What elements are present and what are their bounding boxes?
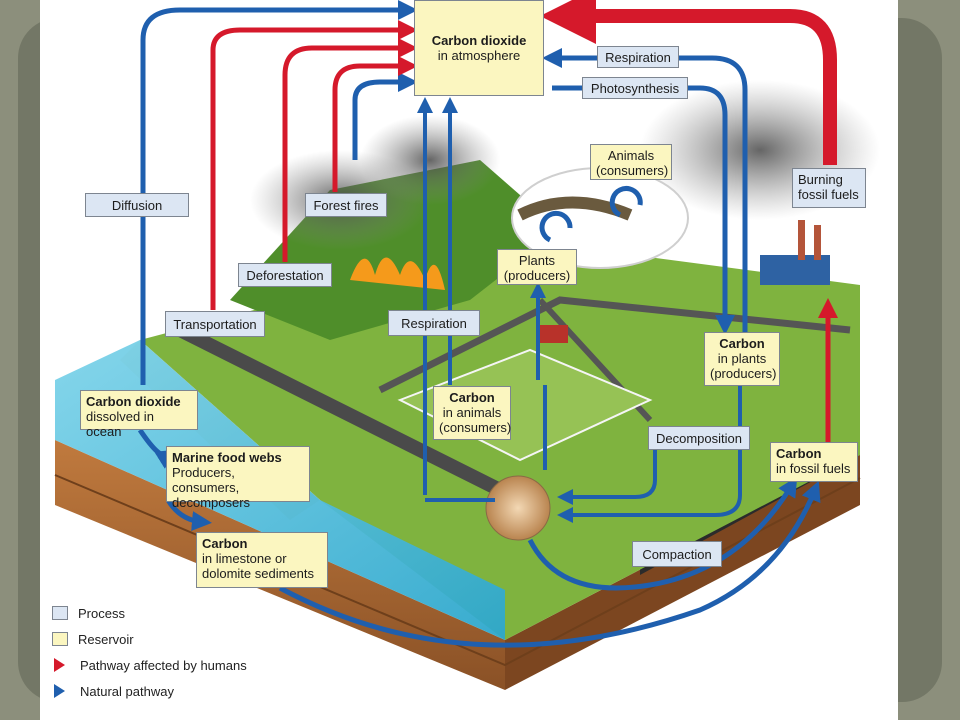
legend-item-human: Pathway affected by humans — [52, 652, 292, 678]
deforestation-arrow — [282, 38, 418, 262]
reservoir-marine: Marine food webs Producers, consumers, d… — [166, 446, 310, 510]
transportation-arrow — [210, 20, 418, 310]
reservoir-animals: Animals (consumers) — [590, 144, 672, 180]
reservoir-title: Carbon dioxide — [431, 33, 527, 48]
legend-label: Reservoir — [78, 631, 134, 647]
process-transportation: Transportation — [165, 311, 265, 337]
process-line: Burning — [798, 172, 843, 187]
reservoir-title: Carbon — [719, 336, 765, 351]
marine-to-limestone — [165, 498, 212, 532]
process-respiration-top: Respiration — [597, 46, 679, 68]
red-arrow-icon — [54, 658, 65, 672]
hill — [230, 160, 560, 340]
forest-fires-arrow — [332, 56, 418, 192]
reservoir-line: (producers) — [710, 366, 777, 381]
legend-item-process: Process — [52, 600, 292, 626]
reservoir-carbon-plants: Carbon in plants (producers) — [704, 332, 780, 386]
smoke-cloud — [360, 115, 500, 205]
reservoir-line: (consumers) — [596, 163, 669, 178]
limestone-to-fossil-arrow — [278, 480, 821, 648]
reservoir-plants: Plants (producers) — [497, 249, 577, 285]
reservoir-line: in limestone or — [202, 551, 287, 566]
blue-arrow-icon — [54, 684, 65, 698]
reservoir-title: Marine food webs — [172, 450, 282, 465]
compaction-arrow — [527, 476, 798, 591]
barn — [540, 325, 568, 343]
reservoir-detail: in fossil fuels — [776, 461, 851, 476]
highway — [176, 323, 504, 497]
reservoir-carbon-animals: Carbon in animals (consumers) — [433, 386, 511, 440]
smokestack — [814, 225, 821, 260]
reservoir-detail: dissolved in ocean — [86, 409, 154, 439]
legend: Process Reservoir Pathway affected by hu… — [52, 600, 292, 704]
farm-pasture — [397, 348, 653, 462]
process-decomposition: Decomposition — [648, 426, 750, 450]
road — [378, 296, 851, 394]
reservoir-line: dolomite sediments — [202, 566, 314, 581]
decomposers-circle — [485, 475, 551, 541]
respiration-arrow-animals — [352, 72, 418, 160]
reservoir-line: Producers, consumers, — [172, 465, 240, 495]
legend-item-reservoir: Reservoir — [52, 626, 292, 652]
cycle-arrow — [609, 185, 643, 218]
forest-fire — [350, 257, 445, 290]
reservoir-line: in plants — [717, 351, 767, 366]
smokestack — [798, 220, 805, 260]
reservoir-title: Carbon — [776, 446, 822, 461]
process-swatch-icon — [52, 606, 68, 620]
legend-label: Pathway affected by humans — [80, 657, 247, 673]
reservoir-title: Carbon — [449, 390, 495, 405]
reservoir-line: (consumers) — [439, 420, 512, 435]
reservoir-fossil: Carbon in fossil fuels — [770, 442, 858, 482]
respiration-arrow-top — [542, 48, 748, 340]
plants-to-decomposers — [557, 385, 742, 523]
process-compaction: Compaction — [632, 541, 722, 567]
legend-label: Natural pathway — [80, 683, 174, 699]
reservoir-line: decomposers — [172, 495, 251, 510]
process-deforestation: Deforestation — [238, 263, 332, 287]
process-respiration-lower: Respiration — [388, 310, 480, 336]
reservoir-atmosphere: Carbon dioxide in atmosphere — [414, 0, 544, 96]
reservoir-limestone: Carbon in limestone or dolomite sediment… — [196, 532, 328, 588]
process-diffusion: Diffusion — [85, 193, 189, 217]
process-photosynthesis: Photosynthesis — [582, 77, 688, 99]
legend-label: Process — [78, 605, 125, 621]
reservoir-title: Carbon — [202, 536, 248, 551]
process-line: fossil fuels — [798, 187, 859, 202]
reservoir-title: Carbon dioxide — [86, 394, 181, 409]
reservoir-swatch-icon — [52, 632, 68, 646]
reservoir-line: in animals — [442, 405, 502, 420]
burning-fossil-fuels-arrow — [540, 0, 837, 165]
reservoir-line: Plants — [518, 253, 556, 268]
decomposition-arrow — [557, 430, 657, 505]
photosynthesis-arrow — [552, 85, 735, 335]
reservoir-detail: in atmosphere — [437, 48, 521, 63]
reservoir-ocean: Carbon dioxide dissolved in ocean — [80, 390, 198, 439]
process-forest-fires: Forest fires — [305, 193, 387, 217]
diffusion-arrow — [140, 0, 418, 385]
process-burning-fossil-fuels: Burning fossil fuels — [792, 168, 866, 208]
reservoir-line: (producers) — [503, 268, 571, 283]
cycle-arrow — [539, 210, 573, 243]
reservoir-line: Animals — [607, 148, 655, 163]
legend-item-natural: Natural pathway — [52, 678, 292, 704]
